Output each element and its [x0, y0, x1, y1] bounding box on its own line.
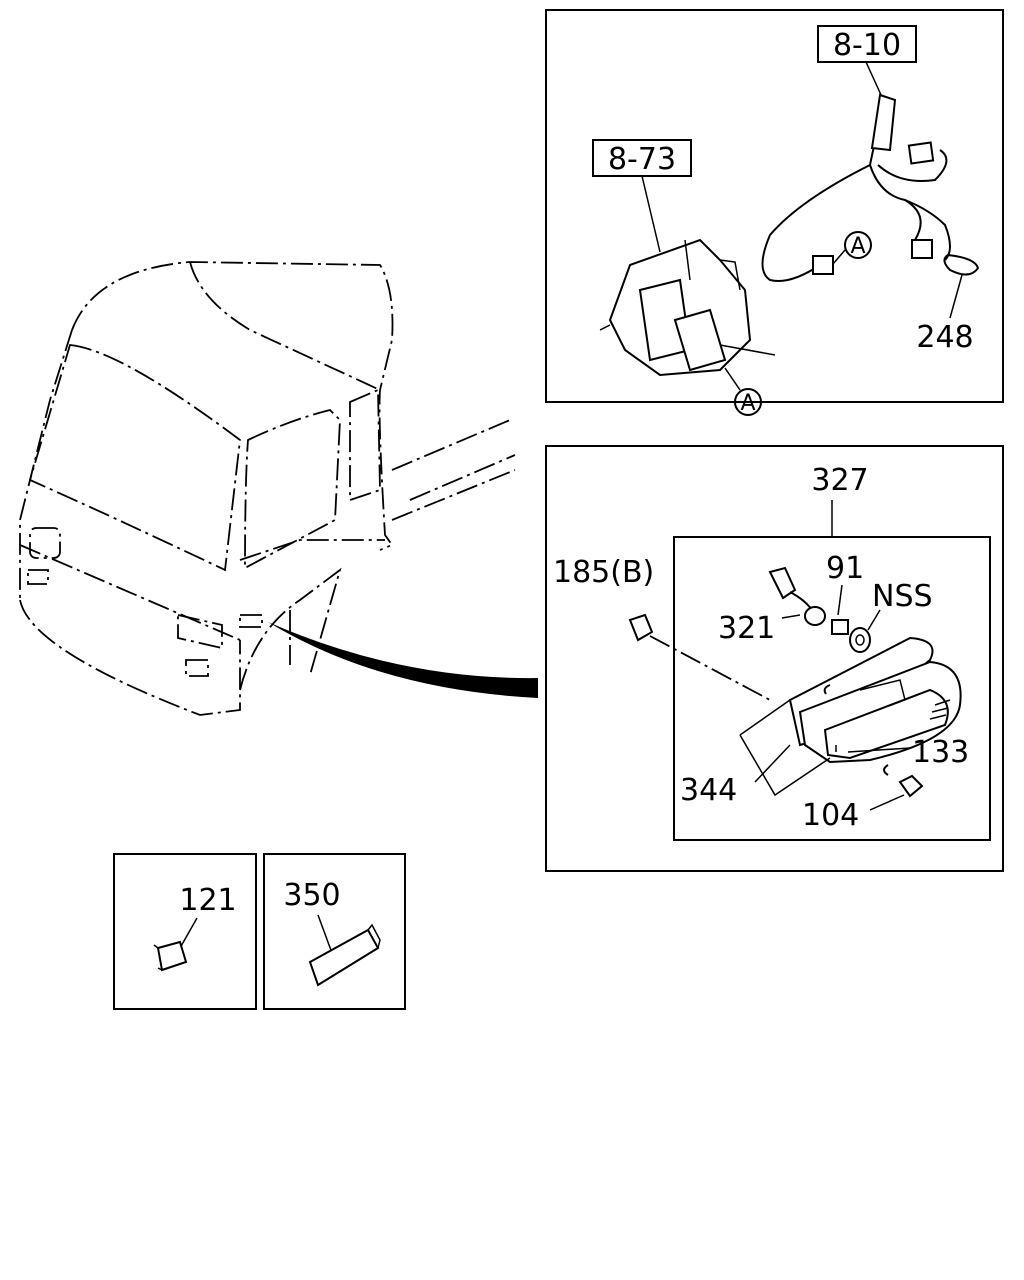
part-label-321: 321	[718, 611, 775, 646]
callout-a-circle-upper	[844, 231, 872, 259]
ref-label-8-73: 8-73	[608, 142, 676, 177]
truck-cab-illustration	[19, 261, 538, 716]
harness-detail-box: 8-10 8-73 248 A A	[545, 9, 1004, 416]
part-label-121: 121	[179, 883, 236, 918]
callout-a-upper: A	[850, 234, 865, 259]
ref-box-8-10	[817, 25, 917, 63]
part-label-185b: 185(B)	[553, 555, 654, 590]
part-121-box: 121	[113, 853, 257, 1010]
part-label-91: 91	[826, 551, 864, 586]
part-label-327: 327	[811, 463, 868, 498]
part-label-248: 248	[916, 320, 973, 355]
callout-a-lower: A	[740, 391, 755, 416]
part-label-350: 350	[283, 878, 340, 913]
part-label-344: 344	[680, 773, 737, 808]
part-label-133: 133	[912, 735, 969, 770]
part-350-box: 350	[263, 853, 406, 1010]
side-lamp-detail-box: 327 185(B) 91 NSS 321 344	[545, 445, 1004, 872]
lamp-assembly-frame	[673, 536, 991, 841]
ref-label-8-10: 8-10	[833, 28, 901, 63]
callout-a-circle-lower	[734, 388, 762, 416]
part-label-104: 104	[802, 798, 859, 833]
part-label-nss: NSS	[872, 579, 933, 614]
